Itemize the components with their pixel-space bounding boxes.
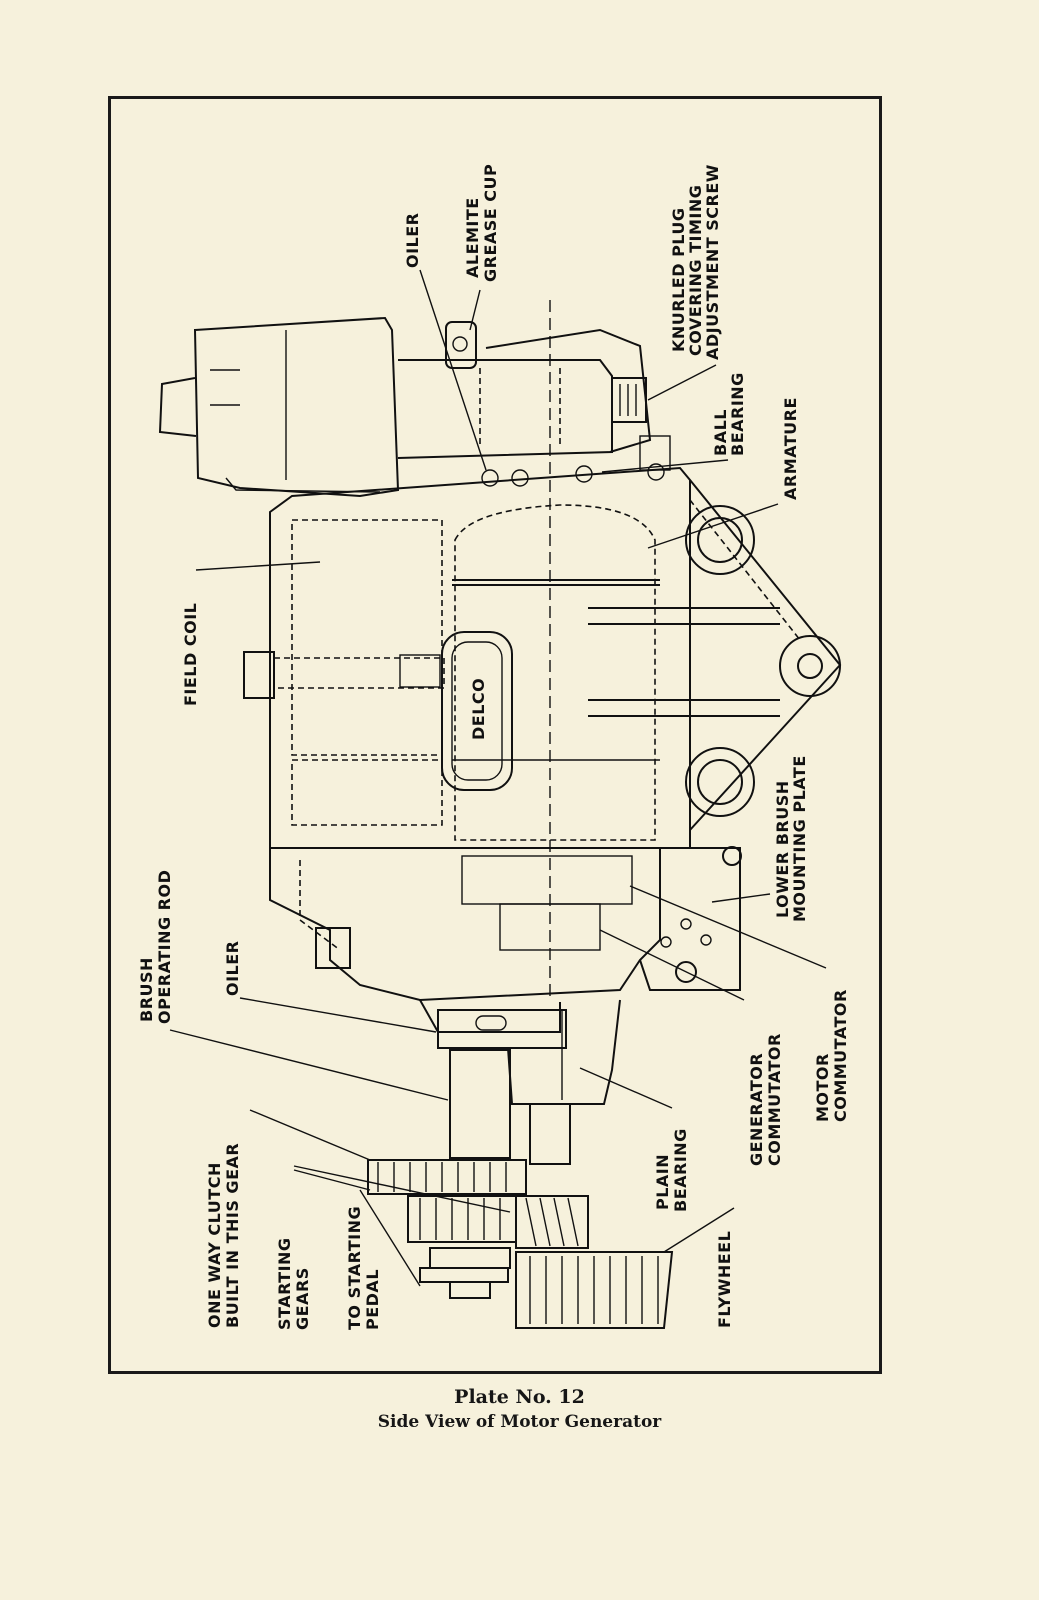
label-one-way-clutch: ONE WAY CLUTCH [205, 1162, 224, 1328]
nameplate-text: DELCO [469, 678, 488, 740]
label-generator: GENERATOR [747, 1053, 766, 1166]
name-plate: DELCO [441, 631, 513, 791]
label-built-in-gear: BUILT IN THIS GEAR [223, 1143, 242, 1328]
label-brush: BRUSH [137, 957, 156, 1022]
label-motor-commutator: COMMUTATOR [831, 989, 850, 1122]
label-grease-cup: GREASE CUP [481, 164, 500, 282]
leader-lines [169, 269, 827, 1287]
plate-number: Plate No. 12 [454, 1386, 585, 1408]
label-knurled-plug: KNURLED PLUG [669, 207, 688, 352]
label-lower-brush: LOWER BRUSH [773, 780, 792, 918]
main-housing [243, 300, 842, 1000]
label-generator-commutator: COMMUTATOR [765, 1033, 784, 1166]
label-field-coil: FIELD COIL [181, 603, 200, 706]
label-ball: BALL [711, 409, 730, 456]
label-flywheel: FLYWHEEL [715, 1231, 734, 1328]
label-plain-bearing: BEARING [671, 1128, 690, 1212]
ignition-unit [158, 316, 652, 498]
plate-frame [108, 96, 882, 1374]
label-ball-bearing: BEARING [728, 372, 747, 456]
label-starting-gears: GEARS [293, 1267, 312, 1330]
label-alemite: ALEMITE [463, 197, 482, 278]
label-starting: STARTING [275, 1237, 294, 1330]
shaft-and-gears [367, 1049, 589, 1299]
label-plain: PLAIN [653, 1154, 672, 1210]
flywheel [515, 1251, 674, 1329]
lower-end-housing [269, 846, 742, 1105]
label-mounting-plate: MOUNTING PLATE [790, 755, 809, 922]
plate-title: Side View of Motor Generator [377, 1412, 662, 1432]
label-to-starting: TO STARTING [345, 1206, 364, 1330]
motor-generator-diagram: DELCO [137, 164, 850, 1330]
label-pedal: PEDAL [363, 1269, 382, 1330]
label-covering-timing: COVERING TIMING [686, 185, 705, 356]
label-motor: MOTOR [813, 1053, 832, 1122]
label-adjustment-screw: ADJUSTMENT SCREW [703, 164, 722, 360]
label-operating-rod: OPERATING ROD [155, 870, 174, 1024]
label-oiler-top: OILER [403, 213, 422, 269]
label-oiler-bottom: OILER [223, 941, 242, 997]
diagram-labels: OILER ALEMITE GREASE CUP KNURLED PLUG CO… [137, 164, 850, 1330]
label-armature: ARMATURE [781, 397, 800, 500]
